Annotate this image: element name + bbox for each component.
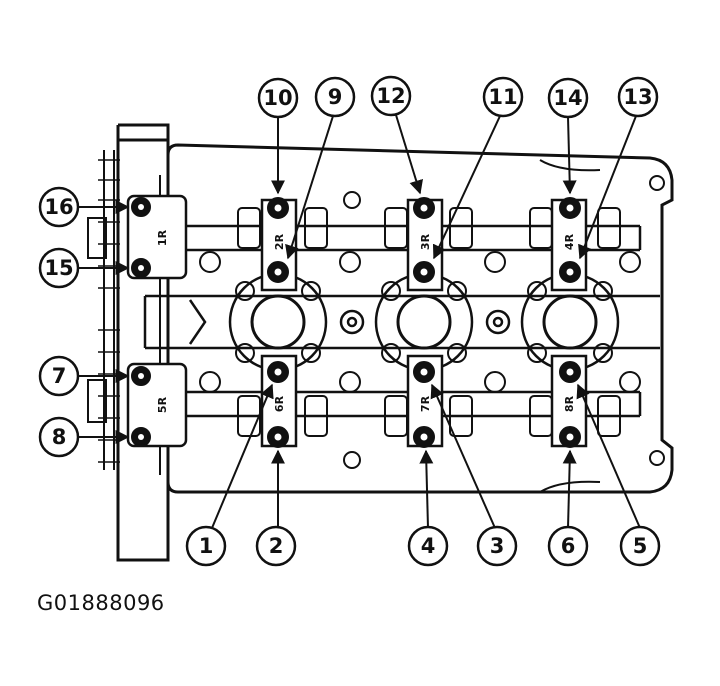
- svg-text:9: 9: [328, 85, 343, 109]
- cap-label-6r: 6R: [273, 395, 286, 412]
- callout-11: 11: [482, 76, 524, 118]
- svg-text:3: 3: [490, 534, 505, 558]
- callout-8: 8: [38, 416, 80, 458]
- cap-label-4r: 4R: [563, 233, 576, 250]
- bearing-cap-labels: 1R 2R 3R 4R 5R 6R 7R 8R: [156, 229, 576, 413]
- cap-label-7r: 7R: [419, 395, 432, 412]
- callout-5: 5: [619, 525, 661, 567]
- cap-label-5r: 5R: [156, 396, 169, 413]
- svg-text:13: 13: [623, 85, 652, 109]
- svg-text:16: 16: [44, 195, 73, 219]
- bolts: [131, 197, 581, 448]
- svg-text:15: 15: [44, 256, 73, 280]
- svg-text:7: 7: [52, 364, 67, 388]
- callout-16: 16: [38, 186, 80, 228]
- callout-13: 13: [617, 76, 659, 118]
- figure-id: G01888096: [37, 591, 165, 615]
- callout-14: 14: [547, 77, 589, 119]
- callout-12: 12: [370, 75, 412, 117]
- callout-4: 4: [407, 525, 449, 567]
- cap-label-2r: 2R: [273, 233, 286, 250]
- callout-9: 9: [314, 76, 356, 118]
- cap-label-1r: 1R: [156, 229, 169, 246]
- svg-text:14: 14: [553, 86, 582, 110]
- callout-6: 6: [547, 525, 589, 567]
- callout-3: 3: [476, 525, 518, 567]
- svg-text:8: 8: [52, 425, 67, 449]
- center-spine: [143, 294, 660, 350]
- callout-15: 15: [38, 247, 80, 289]
- leader-lines: [78, 114, 641, 529]
- timing-chain: [87, 150, 120, 470]
- cylinder-head-outline: [159, 143, 674, 494]
- svg-text:12: 12: [376, 84, 405, 108]
- svg-text:5: 5: [633, 534, 648, 558]
- svg-text:4: 4: [421, 534, 436, 558]
- callouts: 10 9 12 11 14 13 16 15: [38, 75, 661, 567]
- cap-label-8r: 8R: [563, 395, 576, 412]
- callout-2: 2: [255, 525, 297, 567]
- callout-1: 1: [185, 525, 227, 567]
- svg-text:1: 1: [199, 534, 214, 558]
- svg-text:10: 10: [263, 86, 292, 110]
- svg-text:11: 11: [488, 85, 517, 109]
- callout-10: 10: [257, 77, 299, 119]
- svg-text:6: 6: [561, 534, 576, 558]
- cam-lobes: [199, 207, 641, 437]
- callout-7: 7: [38, 355, 80, 397]
- svg-text:2: 2: [269, 534, 284, 558]
- cap-label-3r: 3R: [419, 233, 432, 250]
